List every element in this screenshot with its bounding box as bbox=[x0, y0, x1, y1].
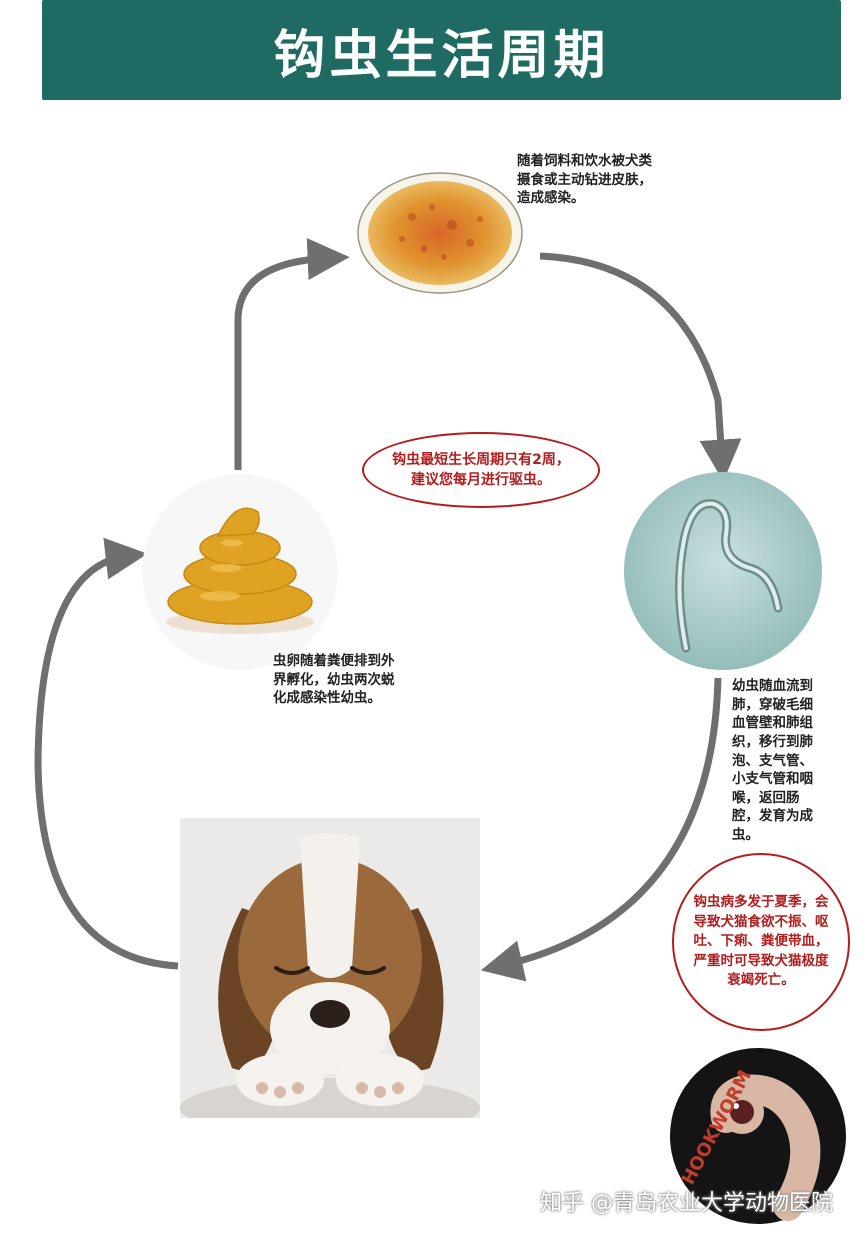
hookworm-logo: HOOKWORM bbox=[670, 1048, 846, 1224]
disease-note: 钩虫病多发于夏季，会 导致犬猫食欲不振、呕 吐、下痢、粪便带血， 严重时可导致犬… bbox=[672, 853, 850, 1031]
arrow-larva-to-dog bbox=[480, 677, 722, 982]
disease-note-text: 钩虫病多发于夏季，会 导致犬猫食欲不振、呕 吐、下痢、粪便带血， 严重时可导致犬… bbox=[693, 894, 829, 989]
larva-caption-text: 幼虫随血流到 肺，穿破毛细 血管壁和肺组 织，移行到肺 泡、支气管、 小支气管和… bbox=[732, 678, 813, 843]
title-banner: 钩虫生活周期 bbox=[42, 0, 841, 100]
poop-caption-text: 虫卵随着粪便排到外 界孵化，幼虫两次蜕 化成感染性幼虫。 bbox=[273, 653, 395, 707]
dog-image bbox=[180, 818, 480, 1118]
poop-image bbox=[142, 474, 338, 670]
page-title: 钩虫生活周期 bbox=[273, 25, 610, 86]
egg-caption-text: 随着饲料和饮水被犬类 摄食或主动钻进皮肤， 造成感染。 bbox=[517, 153, 652, 207]
arrow-egg-to-larva bbox=[539, 252, 742, 482]
poop-caption: 虫卵随着粪便排到外 界孵化，幼虫两次蜕 化成感染性幼虫。 bbox=[273, 652, 433, 708]
larva-caption: 幼虫随血流到 肺，穿破毛细 血管壁和肺组 织，移行到肺 泡、支气管、 小支气管和… bbox=[732, 677, 832, 845]
egg-image bbox=[357, 172, 523, 294]
cycle-note-text: 钩虫最短生长周期只有2周， 建议您每月进行驱虫。 bbox=[392, 451, 570, 488]
egg-caption: 随着饲料和饮水被犬类 摄食或主动钻进皮肤， 造成感染。 bbox=[517, 152, 687, 208]
watermark: 知乎 @青岛农业大学动物医院 bbox=[540, 1191, 833, 1216]
cycle-note: 钩虫最短生长周期只有2周， 建议您每月进行驱虫。 bbox=[362, 432, 600, 508]
arrow-poop-to-egg bbox=[234, 238, 350, 470]
arrow-dog-to-poop bbox=[34, 537, 179, 970]
larva-image bbox=[624, 472, 822, 670]
